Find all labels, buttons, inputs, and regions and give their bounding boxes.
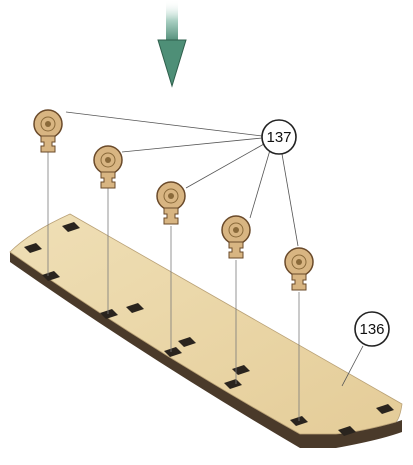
callout-137-label: 137 — [266, 129, 291, 146]
peg-5 — [284, 247, 314, 291]
peg-3 — [156, 181, 186, 225]
board-holes — [24, 222, 394, 436]
callout-136: 136 — [341, 311, 390, 387]
drop-lines — [47, 148, 300, 421]
callout-137: 137 — [261, 119, 297, 155]
peg-2 — [93, 145, 123, 189]
peg-1 — [33, 109, 63, 153]
base-board — [9, 213, 403, 448]
callout-137-leaders — [65, 111, 299, 247]
peg-4 — [221, 215, 251, 259]
insert-arrow-icon — [157, 0, 187, 88]
callout-136-label: 136 — [359, 321, 384, 338]
